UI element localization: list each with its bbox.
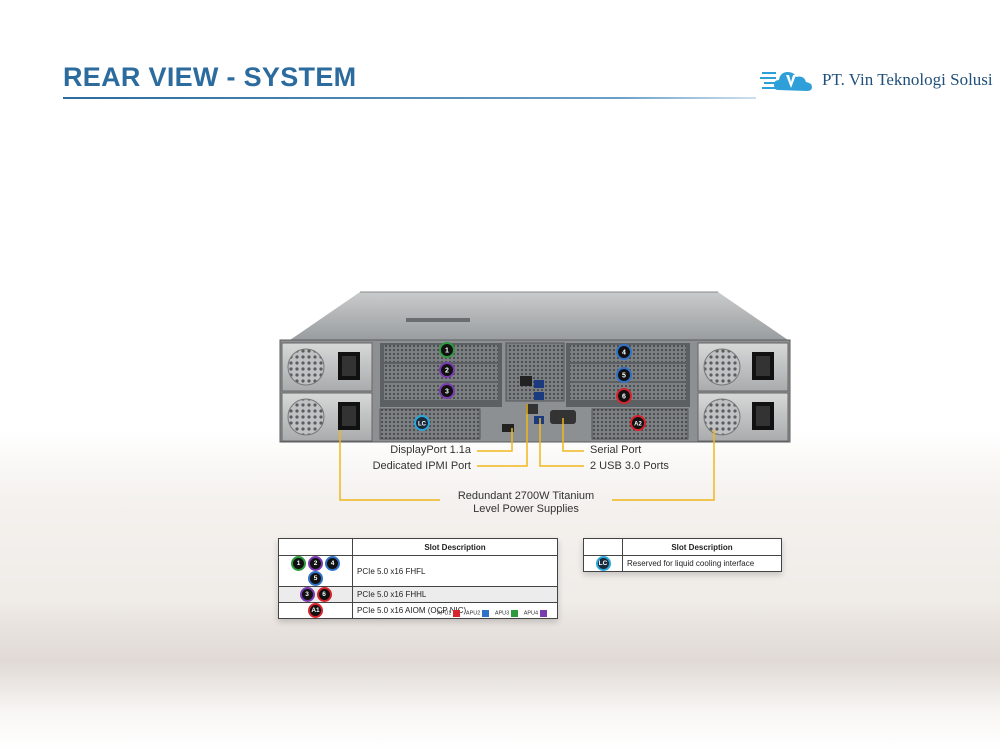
svg-text:5: 5 (622, 373, 626, 380)
slot-badge: 5 (308, 571, 323, 586)
callout-psu: Redundant 2700W Titanium Level Power Sup… (446, 490, 606, 516)
chassis-top (290, 292, 788, 340)
io-ports (502, 376, 576, 432)
psu-left-bottom (281, 392, 373, 442)
legend-swatch (511, 610, 519, 617)
svg-text:4: 4 (622, 350, 626, 357)
slot-badge: A1 (308, 603, 323, 618)
slot-badge: 6 (316, 587, 332, 602)
legend-label: APU4 (523, 610, 539, 617)
legend-label: APU2 (465, 610, 481, 617)
slot-description: PCIe 5.0 x16 FHFL (352, 555, 558, 587)
svg-text:1: 1 (445, 348, 449, 355)
slot-badge: 3 (299, 587, 315, 602)
slot-badge-3: 3 (439, 383, 455, 399)
svg-text:3: 3 (445, 389, 449, 396)
callout-serial: Serial Port (590, 444, 642, 456)
company-name: PT. Vin Teknologi Solusi (822, 70, 993, 89)
svg-text:A2: A2 (634, 422, 642, 428)
slot-badges: A1 (278, 602, 353, 619)
company-logo: PT. Vin Teknologi Solusi (760, 62, 993, 98)
table-header-icons (583, 538, 623, 556)
callout-displayport: DisplayPort 1.1a (390, 444, 471, 456)
title-underline (63, 97, 756, 99)
psu-right-bottom (697, 392, 789, 442)
slot-badge: 1 (291, 556, 306, 571)
slot-badge-2: 2 (439, 362, 455, 378)
slot-description: Reserved for liquid cooling interface (622, 555, 782, 572)
slot-badge-5: 5 (616, 367, 632, 383)
svg-text:LC: LC (418, 422, 427, 428)
slot-table-right: Slot Description LC Reserved for liquid … (583, 538, 782, 572)
psu-right-top (697, 342, 789, 392)
slot-badge-a2: A2 (630, 415, 646, 431)
slot-badge-6: 6 (616, 388, 632, 404)
slot-badge: 2 (308, 556, 323, 571)
center-vent (505, 342, 565, 402)
legend-swatch (540, 610, 548, 617)
legend-swatch (453, 610, 461, 617)
top-vent-strip (406, 318, 470, 322)
callout-psu-line1: Redundant 2700W Titanium (457, 490, 595, 502)
cloud-v-logo-icon (760, 72, 812, 91)
callout-lines (339, 404, 715, 501)
legend-swatch (482, 610, 490, 617)
svg-text:2: 2 (445, 368, 449, 375)
callout-usb: 2 USB 3.0 Ports (590, 460, 669, 472)
slot-badges: LC (583, 555, 623, 572)
svg-text:6: 6 (622, 394, 626, 401)
lc-bay (379, 408, 481, 440)
page-title: REAR VIEW - SYSTEM (63, 62, 357, 92)
slot-badge: LC (595, 556, 611, 571)
callout-psu-line2: Level Power Supplies (473, 503, 579, 515)
psu-left-top (281, 342, 373, 392)
table-header: Slot Description (622, 538, 782, 556)
slot-description: PCIe 5.0 x16 FHHL (352, 586, 558, 603)
slot-badge-lc: LC (414, 415, 430, 431)
apu-legend: APU1 APU2 APU3 APU4 (437, 610, 551, 617)
table-header-icons (278, 538, 353, 556)
slot-badge-4: 4 (616, 344, 632, 360)
table-header: Slot Description (352, 538, 558, 556)
table-row: A1 PCIe 5.0 x16 AIOM (OCP NIC) (278, 602, 558, 619)
table-row: LC Reserved for liquid cooling interface (583, 555, 782, 572)
legend-label: APU3 (494, 610, 510, 617)
slot-badge-1: 1 (439, 342, 455, 358)
legend-label: APU1 (437, 610, 452, 617)
slot-badge: 4 (325, 556, 340, 571)
callout-ipmi: Dedicated IPMI Port (372, 460, 471, 472)
